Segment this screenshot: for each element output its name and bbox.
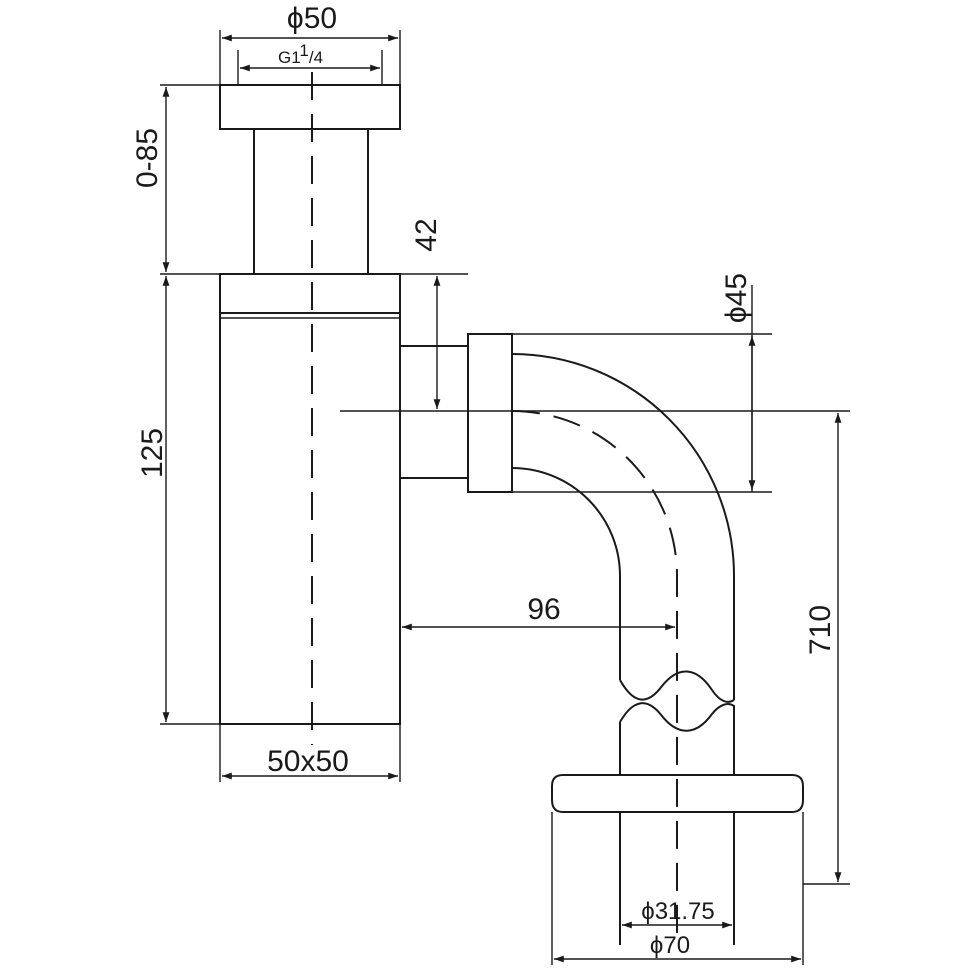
label-flange-diameter: ϕ70 — [650, 932, 690, 959]
dim-horizontal-reach: 96 — [402, 593, 675, 631]
bottom-flange — [551, 774, 804, 945]
label-body-section: 50x50 — [267, 745, 349, 778]
label-drop-height: 710 — [804, 605, 837, 655]
label-thread: G11/4 — [278, 41, 323, 67]
dim-top-diameter: ϕ50 — [219, 2, 401, 85]
dim-body-height: 125 — [136, 276, 220, 725]
label-body-height: 125 — [136, 428, 169, 478]
outlet-stub — [400, 345, 468, 479]
label-outlet-offset: 42 — [410, 218, 443, 251]
label-top-diameter: ϕ50 — [287, 2, 337, 35]
label-adjust-range: 0-85 — [131, 128, 164, 188]
elbow-pipe — [511, 353, 735, 940]
dim-adjust-range: 0-85 — [131, 84, 468, 275]
dim-flange-diameter: ϕ70 — [551, 812, 804, 965]
outlet-nut — [467, 333, 513, 493]
label-pipe-diameter: ϕ31.75 — [641, 898, 715, 925]
dim-pipe-diameter: ϕ31.75 — [622, 898, 732, 929]
dim-drop-height: 710 — [803, 413, 850, 885]
dim-outlet-diameter: ϕ45 — [468, 273, 772, 493]
label-outlet-diameter: ϕ45 — [720, 273, 753, 323]
dim-thread: G11/4 — [237, 41, 383, 85]
trap-body — [219, 273, 401, 725]
label-horizontal-reach: 96 — [527, 593, 560, 626]
dim-body-section: 50x50 — [219, 724, 401, 782]
drain-cap — [219, 84, 401, 130]
dim-outlet-offset: 42 — [340, 218, 850, 412]
